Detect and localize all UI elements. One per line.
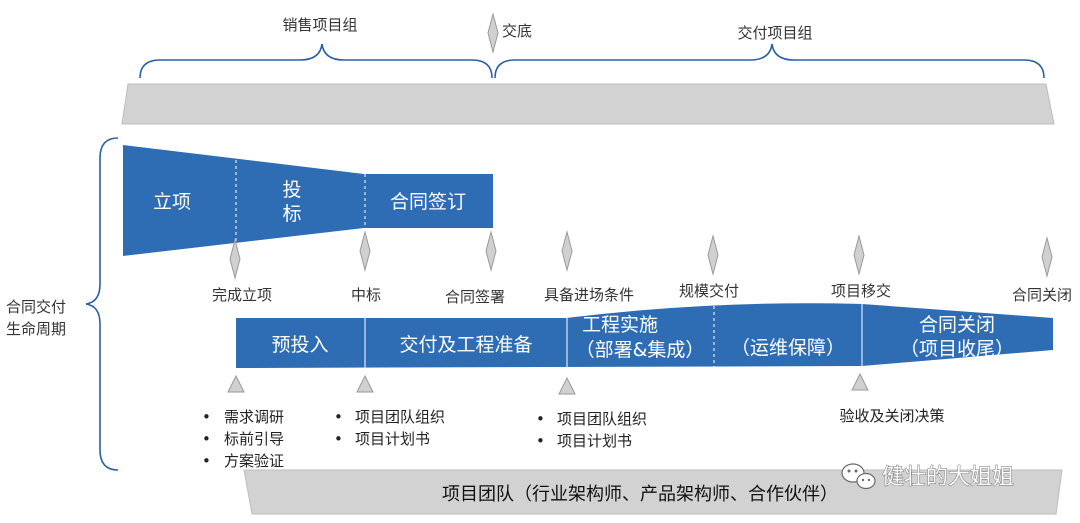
triangle-marker-2 (356, 374, 374, 393)
milestone-label-4: 具备进场条件 (544, 286, 634, 304)
bullet-dot: • (202, 452, 211, 470)
milestone-diamond-4 (561, 230, 573, 272)
bullet-dot: • (536, 410, 545, 428)
bullet-item: 需求调研 (224, 408, 284, 426)
milestone-label-2: 中标 (351, 286, 381, 304)
bullet-dot: • (202, 408, 211, 426)
bullet-item: 项目计划书 (355, 430, 430, 448)
bullet-dot: • (334, 430, 343, 448)
phase-initiation: 立项 (153, 191, 191, 213)
milestone-label-1: 完成立项 (212, 286, 272, 304)
bullet-item: 标前引导 (224, 430, 284, 448)
milestone-diamond-5 (707, 234, 719, 276)
phase-closure-line1: 合同关闭 (919, 314, 995, 336)
watermark-text: 健壮的大姐姐 (882, 465, 1014, 490)
wechat-icon (841, 463, 876, 490)
bullet-item: 项目计划书 (557, 432, 632, 450)
top-grey-bar (121, 83, 1055, 125)
bullet-item: 方案验证 (224, 452, 284, 470)
bullet-item: 项目团队组织 (355, 408, 445, 426)
lifecycle-label-line1: 合同交付 (6, 298, 66, 316)
bullet-dot: • (334, 408, 343, 426)
milestone-diamond-6 (853, 234, 865, 276)
milestone-label-7: 合同关闭 (1012, 286, 1072, 304)
phase-delivery-prep: 交付及工程准备 (399, 334, 532, 356)
milestone-diamond-2 (359, 230, 371, 272)
phase-pre-investment: 预投入 (271, 334, 328, 356)
acceptance-decision-label: 验收及关闭决策 (839, 407, 944, 425)
phase-bidding-line1: 投 (282, 179, 301, 201)
milestone-diamond-7 (1041, 236, 1053, 278)
bullet-dot: • (536, 432, 545, 450)
phase-implementation-line2: （部署&集成） (576, 339, 705, 361)
delivery-group-label: 交付项目组 (737, 24, 812, 42)
phase-closure-line2: （项目收尾） (900, 338, 1014, 360)
lifecycle-brace (85, 137, 119, 471)
milestone-diamond-1 (229, 238, 241, 280)
milestone-diamond-3 (485, 230, 497, 272)
phase-contract-signing: 合同签订 (390, 191, 466, 213)
triangle-marker-4 (851, 372, 869, 391)
handover-diamond (487, 12, 499, 54)
delivery-group-brace (494, 43, 1045, 79)
milestone-label-3: 合同签署 (445, 288, 505, 306)
team-bar-label: 项目团队（行业架构师、产品架构师、合作伙伴） (442, 484, 838, 505)
triangle-marker-1 (227, 374, 245, 393)
sales-group-label: 销售项目组 (282, 16, 357, 34)
phase-implementation-line1: 工程实施 (582, 314, 658, 336)
sales-group-brace (139, 43, 493, 79)
milestone-label-5: 规模交付 (679, 282, 739, 300)
phase-bidding-line2: 标 (282, 203, 301, 225)
bullet-dot: • (202, 430, 211, 448)
lifecycle-label-line2: 生命周期 (6, 320, 66, 338)
delivery-phase-shape (236, 303, 1053, 368)
milestone-label-6: 项目移交 (831, 282, 891, 300)
bullet-item: 项目团队组织 (557, 410, 647, 428)
phase-operations: （运维保障） (731, 337, 845, 359)
sales-phase-shape (123, 145, 493, 256)
handover-label: 交底 (502, 22, 532, 40)
triangle-marker-3 (558, 376, 576, 395)
